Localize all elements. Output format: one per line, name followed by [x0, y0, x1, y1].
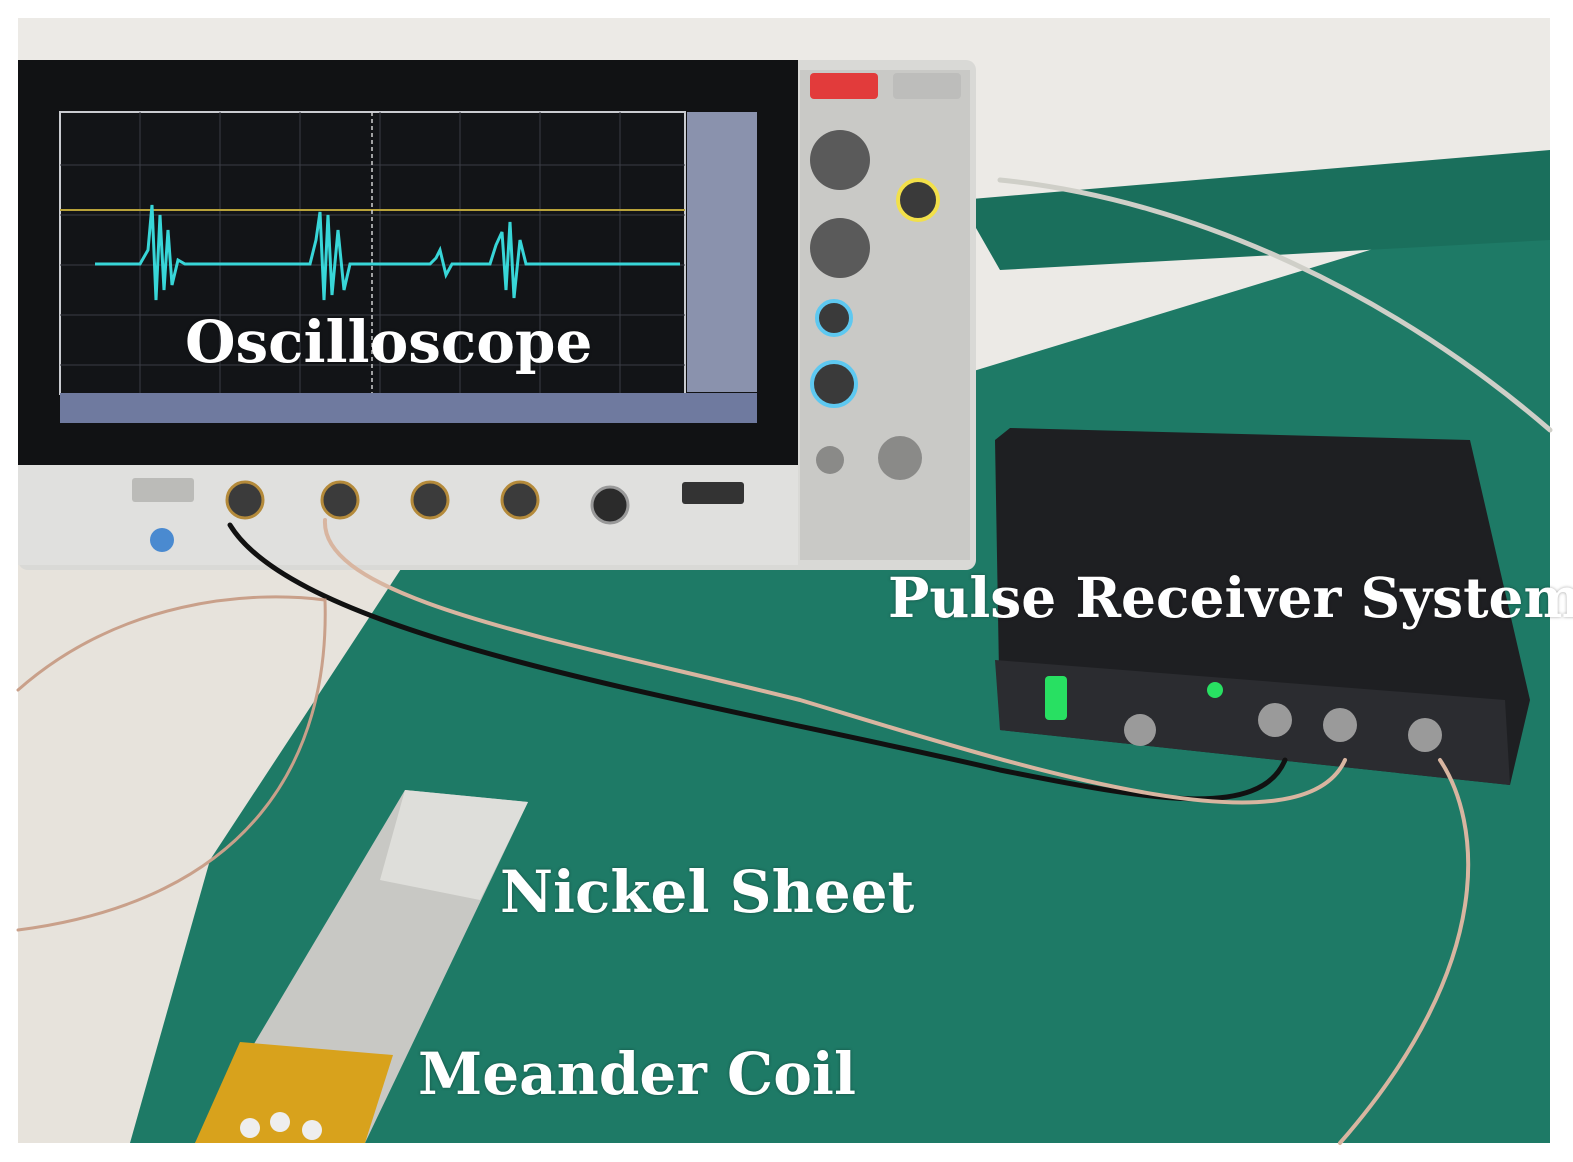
pulse-receiver-box: [995, 428, 1530, 785]
meander-coil-label: Meander Coil: [418, 1040, 856, 1108]
oscilloscope: [18, 60, 976, 570]
pulse-receiver-label: Pulse Receiver System: [888, 565, 1573, 630]
meander-coil: [195, 1042, 393, 1143]
oscilloscope-label: Oscilloscope: [185, 308, 593, 376]
green-mat: [130, 195, 1550, 1143]
waveform-trace: [95, 204, 680, 301]
nickel-sheet-label: Nickel Sheet: [500, 858, 915, 926]
